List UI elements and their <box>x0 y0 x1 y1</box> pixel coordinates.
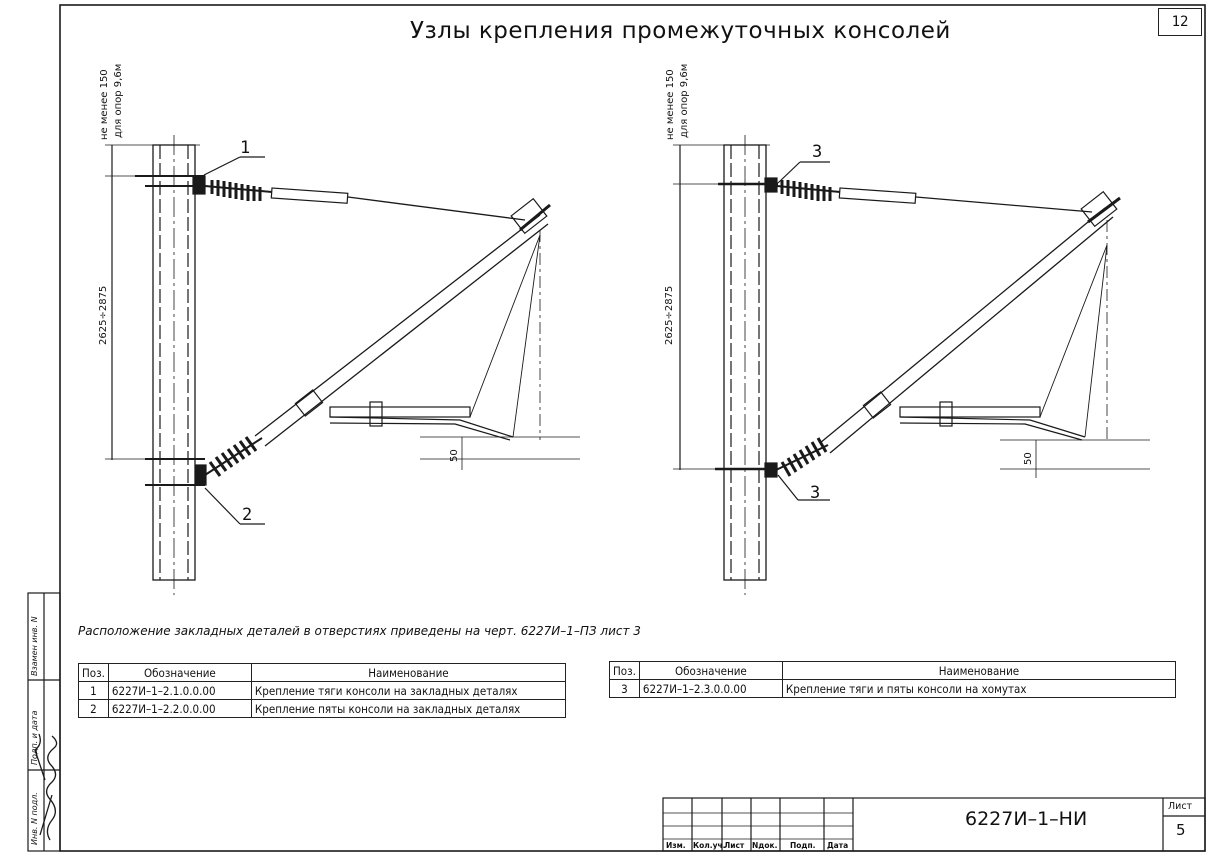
right-callout-3-bottom: 3 <box>810 483 821 503</box>
left-strut <box>254 197 551 447</box>
tb-col-data: Дата <box>827 841 849 850</box>
left-dim-vertical: 2625÷2875 <box>98 285 109 345</box>
header-name: Наименование <box>250 663 567 682</box>
right-dim-small: 50 <box>1023 452 1034 465</box>
row-pos: 2 <box>78 699 109 718</box>
tb-col-ndok: Nдок. <box>752 841 778 850</box>
table-header-row: Поз. Обозначение Наименование <box>609 661 1177 680</box>
table-row: 1 6227И–1–2.1.0.0.00 Крепление тяги конс… <box>78 681 567 700</box>
table-row: 3 6227И–1–2.3.0.0.00 Крепление тяги и пя… <box>609 679 1177 698</box>
left-bottom-insulator <box>145 436 263 486</box>
spec-table-right: Поз. Обозначение Наименование 3 6227И–1–… <box>609 661 1177 698</box>
tb-col-podp: Подп. <box>790 841 816 850</box>
right-callout-3-top: 3 <box>812 142 823 162</box>
row-name: Крепление пяты консоли на закладных дета… <box>250 699 567 718</box>
right-dim-top-line2: для опор 9,6м <box>679 63 690 138</box>
header-designation: Обозначение <box>107 663 252 682</box>
drawing-title: Узлы крепления промежуточных консолей <box>410 18 951 44</box>
left-dim-top-line1: не менее 150 <box>99 69 110 140</box>
table-row: 2 6227И–1–2.2.0.0.00 Крепление пяты конс… <box>78 699 567 718</box>
signature-scribble <box>34 733 58 841</box>
right-assembly <box>673 135 1150 595</box>
left-dim-small: 50 <box>449 449 460 462</box>
row-pos: 1 <box>78 681 109 700</box>
tb-col-koluch: Кол.уч. <box>693 841 726 850</box>
left-callout-2: 2 <box>242 505 253 525</box>
row-pos: 3 <box>609 679 640 698</box>
tb-col-list: Лист <box>724 841 745 850</box>
left-assembly <box>105 135 580 595</box>
row-designation: 6227И–1–2.3.0.0.00 <box>638 679 783 698</box>
right-strut <box>819 190 1121 454</box>
left-tie-rod <box>347 196 526 221</box>
header-designation: Обозначение <box>638 661 783 680</box>
left-callout-1: 1 <box>240 138 251 158</box>
row-name: Крепление тяги консоли на закладных дета… <box>250 681 567 700</box>
left-dim-top-line2: для опор 9,6м <box>113 63 124 138</box>
left-top-insulator <box>204 180 349 204</box>
right-dim-vertical: 2625÷2875 <box>664 285 675 345</box>
sheet-value: 5 <box>1176 821 1186 839</box>
left-registration-arm <box>329 401 514 441</box>
right-dim-top-line1: не менее 150 <box>665 69 676 140</box>
header-pos: Поз. <box>609 661 640 680</box>
table-header-row: Поз. Обозначение Наименование <box>78 663 567 682</box>
placement-note: Расположение закладных деталей в отверст… <box>78 624 641 638</box>
sheet-label: Лист <box>1168 801 1193 812</box>
sheet-number-top: 12 <box>1158 8 1202 36</box>
tb-col-izm: Изм. <box>666 841 686 850</box>
header-pos: Поз. <box>78 663 109 682</box>
spec-table-left: Поз. Обозначение Наименование 1 6227И–1–… <box>78 663 567 718</box>
document-code: 6227И–1–НИ <box>965 808 1088 830</box>
right-tie-rod <box>915 196 1093 213</box>
row-designation: 6227И–1–2.1.0.0.00 <box>107 681 252 700</box>
header-name: Наименование <box>781 661 1177 680</box>
side-podp-data: Подп. и дата <box>30 710 39 766</box>
sheet-frame <box>59 4 1206 852</box>
right-bottom-insulator <box>715 437 829 478</box>
row-designation: 6227И–1–2.2.0.0.00 <box>107 699 252 718</box>
side-vzam-inv: Взамен инв. N <box>30 616 39 676</box>
title-block-grid <box>662 797 1206 852</box>
side-inv-podl: Инв. N подл. <box>30 792 39 845</box>
right-top-insulator <box>776 180 917 204</box>
right-registration-arm <box>899 401 1086 441</box>
row-name: Крепление тяги и пяты консоли на хомутах <box>781 679 1177 698</box>
